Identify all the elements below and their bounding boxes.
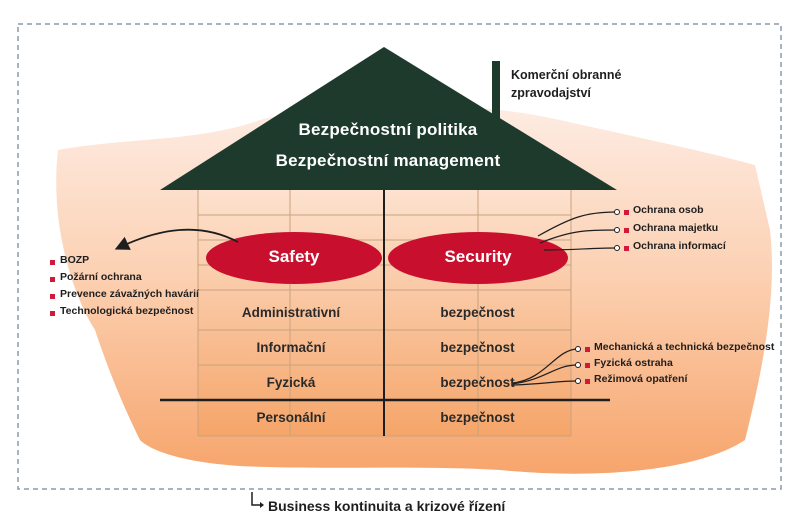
- safety-item: Požární ochrana: [60, 271, 142, 283]
- safety-arrow: [114, 228, 239, 250]
- security-oval: [388, 232, 568, 284]
- chimney: [492, 61, 500, 123]
- row-label-physical: Fyzická: [266, 375, 316, 390]
- footer-arrow-icon: [251, 492, 262, 506]
- security-item: Ochrana majetku: [633, 222, 719, 234]
- security-label: Security: [444, 247, 512, 266]
- safety-bullet: [50, 260, 55, 265]
- safety-item: Prevence závažných havárií: [60, 288, 199, 300]
- safety-item: BOZP: [60, 254, 90, 266]
- physical-bullet: [585, 363, 590, 368]
- safety-bullet: [50, 294, 55, 299]
- row-value-personnel: bezpečnost: [440, 410, 515, 425]
- safety-oval: [206, 232, 382, 284]
- physical-connector-ends: [575, 346, 581, 384]
- physical-bullet: [585, 379, 590, 384]
- roof-title-management: Bezpečnostní management: [275, 151, 501, 170]
- row-value-physical: bezpečnost: [440, 375, 515, 390]
- security-item: Ochrana informací: [633, 240, 726, 252]
- physical-item: Režimová opatření: [594, 373, 688, 385]
- footer-arrow-head: [260, 502, 264, 508]
- row-label-personnel: Personální: [256, 410, 326, 425]
- security-bullet: [624, 210, 629, 215]
- row-label-information: Informační: [256, 340, 326, 355]
- physical-item: Mechanická a technická bezpečnost: [594, 341, 775, 353]
- footer-label: Business kontinuita a krizové řízení: [268, 498, 506, 514]
- dashed-frame: [17, 23, 782, 490]
- security-bullet: [624, 228, 629, 233]
- chimney-label-line2: zpravodajství: [511, 86, 591, 100]
- row-value-administrative: bezpečnost: [440, 305, 515, 320]
- physical-connectors: [511, 348, 578, 386]
- safety-bullet: [50, 311, 55, 316]
- chimney-label-line1: Komerční obranné: [511, 68, 622, 82]
- roof-title-policy: Bezpečnostní politika: [298, 120, 478, 139]
- security-connector-ends: [614, 209, 620, 251]
- safety-label: Safety: [268, 247, 320, 266]
- safety-item: Technologická bezpečnost: [60, 305, 194, 317]
- row-label-administrative: Administrativní: [241, 305, 341, 320]
- physical-item: Fyzická ostraha: [594, 357, 673, 369]
- security-connectors: [537, 211, 617, 251]
- roof: [160, 47, 617, 190]
- safety-bullet: [50, 277, 55, 282]
- security-item: Ochrana osob: [633, 204, 704, 216]
- chimney-label: Komerční obranné zpravodajství: [511, 66, 621, 102]
- physical-bullet: [585, 347, 590, 352]
- row-value-information: bezpečnost: [440, 340, 515, 355]
- security-bullet: [624, 246, 629, 251]
